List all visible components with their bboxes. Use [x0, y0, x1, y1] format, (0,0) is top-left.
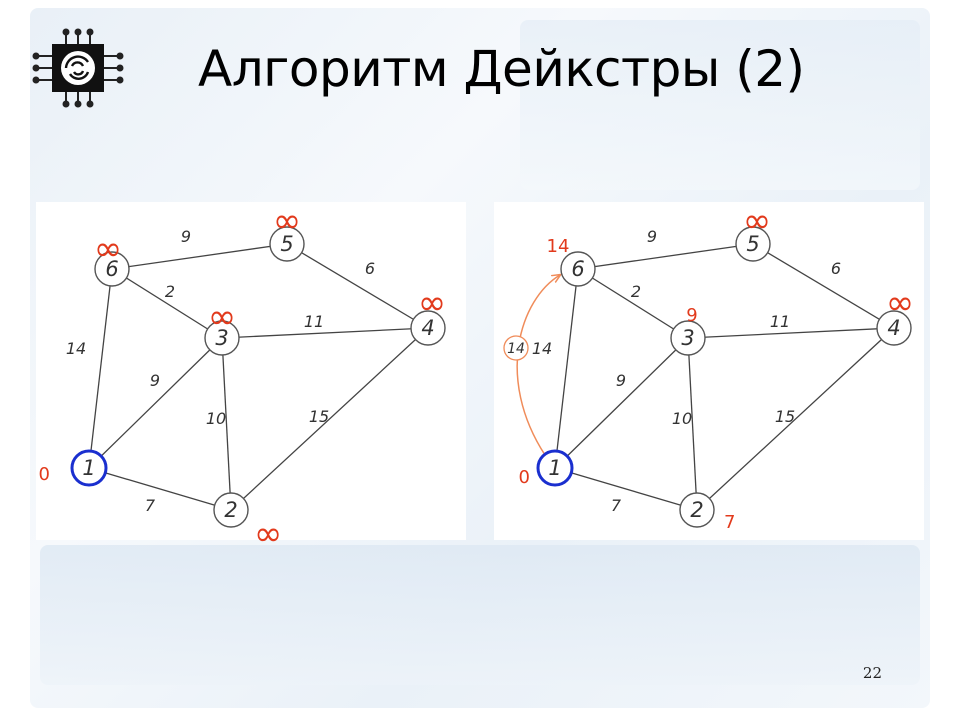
edge-weight-3-2: 10 [672, 409, 692, 428]
edge-2-4 [696, 327, 895, 511]
node-distance-6: 14 [547, 236, 570, 257]
node-label-5: 5 [746, 232, 759, 256]
node-label-3: 3 [681, 326, 694, 350]
edge-6-5 [577, 243, 754, 270]
node-distance-5: ∞ [743, 201, 771, 241]
node-label-2: 2 [224, 498, 237, 522]
node-5 [735, 226, 771, 262]
node-label-6: 6 [571, 257, 584, 281]
edge-3-4 [687, 327, 895, 339]
edge-6-1 [88, 268, 113, 469]
chip-logo-icon [32, 28, 124, 108]
slide-title: Алгоритм Дейкстры (2) [198, 40, 805, 98]
node-label-4: 4 [887, 316, 900, 340]
node-label-2: 2 [690, 498, 703, 522]
edge-6-1 [554, 268, 579, 469]
page-number: 22 [862, 664, 882, 682]
edge-weight-5-4: 6 [365, 259, 375, 278]
edge-weight-6-3: 2 [631, 282, 641, 301]
node-distance-4: ∞ [418, 283, 446, 323]
node-label-3: 3 [215, 326, 228, 350]
relaxation-arrow [516, 275, 560, 456]
background-board-upper [520, 20, 920, 190]
node-distance-5: ∞ [273, 201, 301, 241]
relaxation-label: 14 [507, 341, 525, 357]
edge-1-2 [88, 467, 232, 511]
node-4 [410, 310, 446, 346]
node-label-4: 4 [421, 316, 434, 340]
edge-weight-1-2: 7 [145, 496, 156, 515]
node-distance-3: 9 [686, 305, 697, 326]
edge-weight-2-4: 15 [775, 407, 795, 426]
edge-weight-6-3: 2 [165, 282, 175, 301]
node-distance-6: ∞ [94, 229, 122, 269]
edge-weight-3-2: 10 [206, 409, 226, 428]
edge-weight-1-3: 9 [150, 371, 160, 390]
background-board-lower [40, 545, 920, 685]
node-distance-4: ∞ [886, 283, 914, 323]
edge-weight-1-3: 9 [616, 371, 626, 390]
edge-1-3 [88, 337, 223, 469]
edge-6-3 [577, 268, 689, 339]
node-6 [560, 251, 596, 287]
edge-weight-2-4: 15 [309, 407, 329, 426]
edge-5-4 [752, 243, 895, 329]
edge-weight-6-5: 9 [181, 227, 191, 246]
edge-5-4 [286, 243, 429, 329]
node-label-6: 6 [105, 257, 118, 281]
node-5 [269, 226, 305, 262]
edge-3-4 [221, 327, 429, 339]
node-distance-2: ∞ [254, 514, 282, 554]
edge-6-3 [111, 268, 223, 339]
edge-3-2 [221, 337, 232, 511]
edge-weight-1-2: 7 [611, 496, 622, 515]
node-1 [70, 449, 108, 487]
edge-1-3 [554, 337, 689, 469]
edge-weight-6-1: 14 [66, 339, 86, 358]
edge-2-4 [230, 327, 429, 511]
node-label-1: 1 [548, 456, 561, 480]
edge-weight-6-5: 9 [647, 227, 657, 246]
edge-weight-5-4: 6 [831, 259, 841, 278]
node-4 [876, 310, 912, 346]
node-3 [204, 320, 240, 356]
edge-6-5 [111, 243, 288, 270]
node-distance-3: ∞ [208, 297, 236, 337]
relaxation-badge [503, 335, 529, 361]
node-label-1: 1 [82, 456, 95, 480]
edge-1-2 [554, 467, 698, 511]
node-2 [679, 492, 715, 528]
edge-weight-6-1: 14 [532, 339, 552, 358]
node-2 [213, 492, 249, 528]
node-3 [670, 320, 706, 356]
node-6 [94, 251, 130, 287]
node-distance-1: 0 [39, 464, 50, 485]
node-1 [536, 449, 574, 487]
node-distance-1: 0 [519, 467, 530, 488]
edge-weight-3-4: 11 [770, 312, 790, 331]
node-label-5: 5 [280, 232, 293, 256]
edge-3-2 [687, 337, 698, 511]
edge-weight-3-4: 11 [304, 312, 324, 331]
node-distance-2: 7 [724, 512, 735, 533]
